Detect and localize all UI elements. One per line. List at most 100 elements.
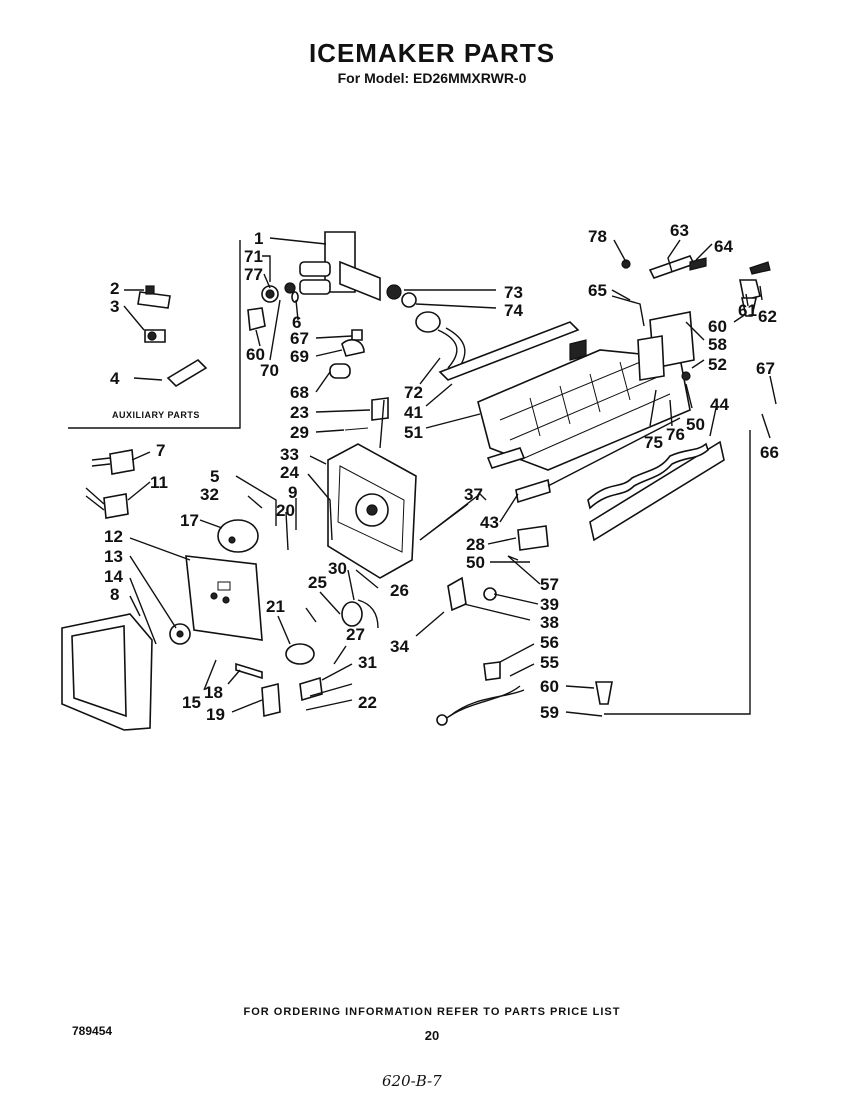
callout-label: 70 bbox=[260, 361, 279, 380]
gear-drawing bbox=[169, 623, 191, 645]
callout-label: 24 bbox=[280, 463, 299, 482]
callout-label: 7 bbox=[156, 441, 165, 460]
callout-label: 74 bbox=[504, 301, 523, 320]
callout-label: 39 bbox=[540, 595, 559, 614]
connectors-drawing bbox=[85, 449, 135, 519]
callout-label: 69 bbox=[290, 347, 309, 366]
callout-label: 15 bbox=[182, 693, 201, 712]
callout-label: 11 bbox=[150, 473, 168, 492]
cover-drawing bbox=[61, 613, 153, 731]
callout-label: 43 bbox=[480, 513, 499, 532]
callout-label: 65 bbox=[588, 281, 607, 300]
model-subtitle: For Model: ED26MMXRWR-0 bbox=[337, 70, 527, 86]
lever-drawing bbox=[447, 576, 497, 612]
callout-label: 31 bbox=[358, 653, 377, 672]
fill-rod-drawing bbox=[604, 430, 751, 715]
ice-mold-drawing bbox=[438, 321, 691, 471]
callout-label: 9 bbox=[288, 483, 297, 502]
callout-label: 60 bbox=[246, 345, 265, 364]
callout-label: 37 bbox=[464, 485, 483, 504]
auxiliary-parts-label: AUXILIARY PARTS bbox=[112, 410, 200, 420]
callout-label: 77 bbox=[244, 265, 263, 284]
callout-label: 59 bbox=[540, 703, 559, 722]
callout-label: 5 bbox=[210, 467, 219, 486]
callout-label: 57 bbox=[540, 575, 559, 594]
callout-labels: 1 71 77 2 3 60 70 6 4 67 69 68 23 29 7 1… bbox=[104, 221, 779, 724]
handwritten-note: 620-B-7 bbox=[382, 1072, 442, 1090]
clip-parts-drawing bbox=[329, 329, 389, 431]
fill-tube-drawing bbox=[386, 284, 466, 373]
callout-label: 66 bbox=[760, 443, 779, 462]
callout-label: 21 bbox=[266, 597, 285, 616]
auxiliary-parts-border bbox=[68, 240, 241, 429]
callout-label: 58 bbox=[708, 335, 727, 354]
ordering-info-note: FOR ORDERING INFORMATION REFER TO PARTS … bbox=[243, 1006, 621, 1018]
aux-fitting-drawing bbox=[247, 307, 266, 332]
bearing-drawing bbox=[637, 261, 771, 381]
callout-label: 3 bbox=[110, 297, 119, 316]
callout-label: 41 bbox=[404, 403, 423, 422]
housing-drawing bbox=[327, 399, 417, 579]
callout-label: 23 bbox=[290, 403, 309, 422]
aux-valve-drawing bbox=[137, 285, 171, 343]
callout-label: 56 bbox=[540, 633, 559, 652]
shutoff-arm-drawing bbox=[611, 255, 707, 327]
callout-label: 50 bbox=[466, 553, 485, 572]
callout-label: 22 bbox=[358, 693, 377, 712]
callout-label: 68 bbox=[290, 383, 309, 402]
callout-label: 12 bbox=[104, 527, 123, 546]
callout-label: 30 bbox=[328, 559, 347, 578]
callout-label: 75 bbox=[644, 433, 663, 452]
callout-label: 13 bbox=[104, 547, 123, 566]
callout-label: 18 bbox=[204, 683, 223, 702]
callout-label: 33 bbox=[280, 445, 299, 464]
callout-label: 27 bbox=[346, 625, 365, 644]
callout-label: 61 bbox=[738, 301, 757, 320]
callout-label: 60 bbox=[708, 317, 727, 336]
callout-label: 72 bbox=[404, 383, 423, 402]
callout-label: 60 bbox=[540, 677, 559, 696]
ejector-drawing bbox=[419, 417, 681, 551]
callout-label: 17 bbox=[180, 511, 199, 530]
page-number: 20 bbox=[424, 1028, 440, 1043]
document-number: 789454 bbox=[72, 1024, 113, 1038]
callout-label: 44 bbox=[710, 395, 729, 414]
callout-label: 6 bbox=[292, 313, 301, 332]
callout-label: 20 bbox=[276, 501, 295, 520]
callout-label: 71 bbox=[244, 247, 263, 266]
callout-label: 73 bbox=[504, 283, 523, 302]
motor-plate-drawing bbox=[185, 519, 263, 641]
callout-label: 67 bbox=[756, 359, 775, 378]
callout-label: 19 bbox=[206, 705, 225, 724]
callout-label: 76 bbox=[666, 425, 685, 444]
callout-label: 32 bbox=[200, 485, 219, 504]
callout-label: 62 bbox=[758, 307, 777, 326]
page-title: ICEMAKER PARTS bbox=[308, 38, 556, 68]
callout-label: 8 bbox=[110, 585, 119, 604]
callout-label: 14 bbox=[104, 567, 123, 586]
callout-label: 25 bbox=[308, 573, 327, 592]
lower-fitting-drawing bbox=[595, 681, 613, 705]
callout-label: 55 bbox=[540, 653, 559, 672]
callout-label: 34 bbox=[390, 637, 409, 656]
callout-label: 64 bbox=[714, 237, 733, 256]
water-valve-drawing bbox=[261, 231, 381, 303]
stripper-drawing bbox=[587, 440, 725, 542]
callout-label: 63 bbox=[670, 221, 689, 240]
callout-label: 38 bbox=[540, 613, 559, 632]
callout-label: 78 bbox=[588, 227, 607, 246]
callout-label: 26 bbox=[390, 581, 409, 600]
callout-label: 67 bbox=[290, 329, 309, 348]
callout-label: 4 bbox=[110, 369, 120, 388]
callout-label: 51 bbox=[404, 423, 423, 442]
callout-label: 50 bbox=[686, 415, 705, 434]
callout-label: 2 bbox=[110, 279, 119, 298]
callout-label: 28 bbox=[466, 535, 485, 554]
callout-label: 29 bbox=[290, 423, 309, 442]
callout-label: 52 bbox=[708, 355, 727, 374]
wiring-drawing bbox=[436, 661, 525, 726]
leader-lines bbox=[123, 237, 777, 717]
callout-label: 1 bbox=[254, 229, 263, 248]
insulation-tube-drawing bbox=[166, 358, 208, 388]
